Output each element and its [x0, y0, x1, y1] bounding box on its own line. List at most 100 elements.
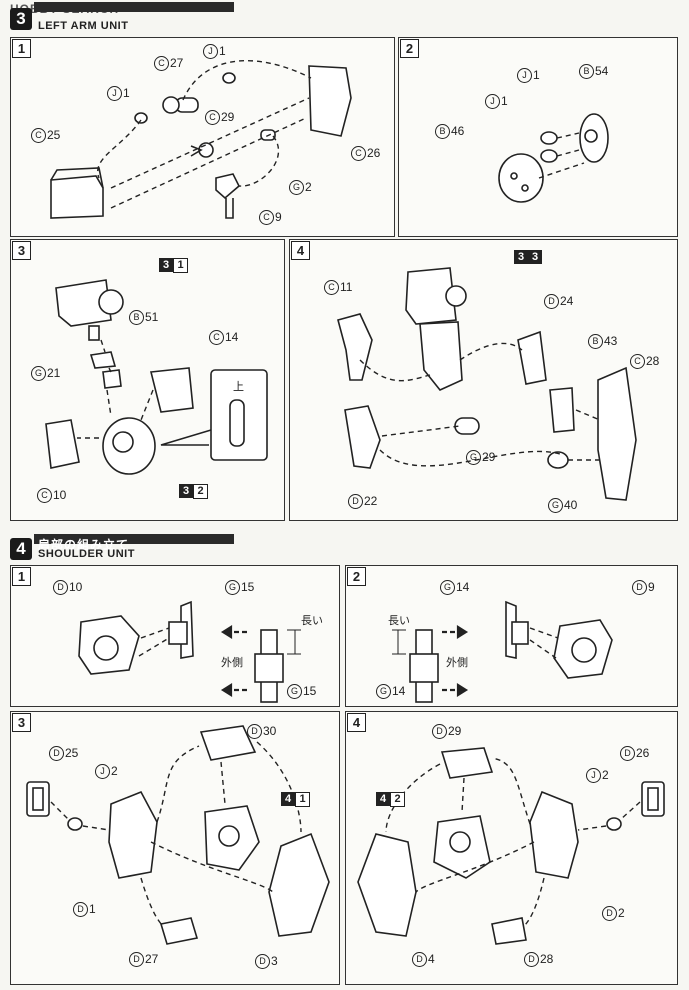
- part-letter-circle: C: [37, 488, 52, 503]
- part-letter-circle: J: [107, 86, 122, 101]
- part-letter-circle: B: [588, 334, 603, 349]
- panel-4-4-drawing: [357, 747, 665, 945]
- part-letter-circle: D: [412, 952, 427, 967]
- part-letter-circle: D: [53, 580, 68, 595]
- part-number: 29: [221, 110, 235, 124]
- part-letter-circle: C: [630, 354, 645, 369]
- section-4-header: 4 肩部の組み立て SHOULDER UNIT: [10, 534, 670, 560]
- part-letter-circle: D: [620, 746, 635, 761]
- panel-4-3-drawing: [26, 725, 330, 945]
- step-number: 3: [12, 241, 31, 260]
- part-letter-circle: G: [225, 580, 240, 595]
- part-number: 1: [501, 94, 508, 108]
- part-letter-circle: D: [632, 580, 647, 595]
- part-letter-circle: G: [440, 580, 455, 595]
- part-number: 1: [219, 44, 226, 58]
- part-letter-circle: D: [255, 954, 270, 969]
- part-number: 3: [271, 954, 278, 968]
- part-number: 40: [564, 498, 578, 512]
- section-bar: [34, 534, 234, 544]
- part-number: 11: [340, 280, 353, 294]
- section-bar: [34, 2, 234, 12]
- part-letter-circle: D: [544, 294, 559, 309]
- part-letter-circle: B: [129, 310, 144, 325]
- part-letter-circle: G: [289, 180, 304, 195]
- section-title-en: LEFT ARM UNIT: [38, 20, 129, 32]
- part-letter-circle: C: [209, 330, 224, 345]
- step-number: 2: [400, 39, 419, 58]
- part-letter-circle: J: [517, 68, 532, 83]
- part-letter-circle: C: [154, 56, 169, 71]
- part-number: 15: [241, 580, 255, 594]
- part-number: 14: [225, 330, 239, 344]
- ref-box-black: 3: [159, 258, 173, 272]
- part-letter-circle: D: [602, 906, 617, 921]
- panel-4-2-drawing: [392, 600, 613, 703]
- section-number: 3: [10, 8, 32, 30]
- section-number: 4: [10, 538, 32, 560]
- note-outer: 外側: [446, 657, 468, 669]
- part-number: 25: [47, 128, 61, 142]
- part-number: 27: [170, 56, 184, 70]
- part-letter-circle: G: [548, 498, 563, 513]
- ref-box-black: 3: [179, 484, 193, 498]
- part-number: 2: [111, 764, 118, 778]
- part-letter-circle: C: [324, 280, 339, 295]
- panel-3-2-drawing: [498, 113, 609, 203]
- ref-box-white: 2: [193, 484, 208, 499]
- ref-box-white: 2: [390, 792, 405, 807]
- part-number: 25: [65, 746, 79, 760]
- part-letter-circle: B: [579, 64, 594, 79]
- part-number: 10: [53, 488, 67, 502]
- part-number: 9: [648, 580, 655, 594]
- part-number: 9: [275, 210, 282, 224]
- part-letter-circle: D: [247, 724, 262, 739]
- ref-box-black: 4: [281, 792, 295, 806]
- part-number: 27: [145, 952, 159, 966]
- part-number: 1: [123, 86, 130, 100]
- part-number: 43: [604, 334, 618, 348]
- part-letter-circle: D: [432, 724, 447, 739]
- part-number: 10: [69, 580, 83, 594]
- part-letter-circle: D: [348, 494, 363, 509]
- panel-3-1-drawing: [50, 59, 352, 219]
- part-letter-circle: C: [259, 210, 274, 225]
- part-letter-circle: J: [95, 764, 110, 779]
- part-number: 26: [367, 146, 381, 160]
- note-up: 上: [233, 381, 244, 393]
- part-number: 22: [364, 494, 378, 508]
- note-long: 長い: [301, 615, 323, 627]
- panel-4-1-drawing: [78, 600, 301, 703]
- ref-box-black: 4: [376, 792, 390, 806]
